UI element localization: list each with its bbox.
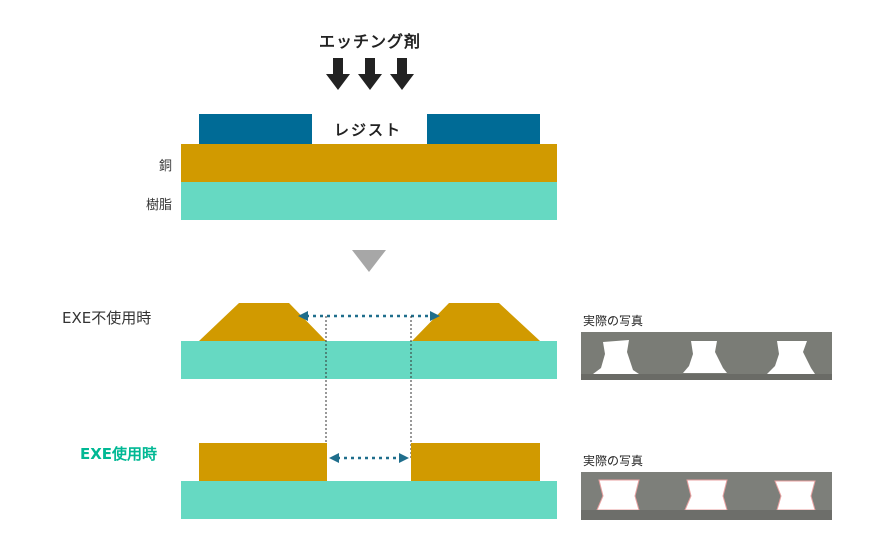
copper-rect-right [411,443,540,481]
resin-layer [181,182,557,220]
photo-caption-bottom: 実際の写真 [583,454,644,468]
resist-label: レジスト [333,121,402,139]
down-arrow-icon [358,58,382,90]
photo-without-exe [581,332,832,380]
copper-layer [181,144,557,182]
resin-layer-with-exe [181,481,557,519]
down-triangle-icon [352,250,386,272]
double-arrow-icon [298,311,440,321]
copper-rect-left [199,443,327,481]
down-arrow-icon [326,58,350,90]
etchant-title: エッチング剤 [318,32,421,51]
double-arrow-icon [329,453,409,463]
without-exe-label: EXE不使用時 [62,309,152,327]
with-exe-label: EXE使用時 [80,445,158,463]
copper-trapezoid-left [199,303,326,341]
down-arrow-icon [390,58,414,90]
copper-trapezoid-right [412,303,540,341]
resin-label: 樹脂 [146,198,173,213]
copper-label: 銅 [159,159,173,174]
resist-right [427,114,540,144]
resist-left [199,114,312,144]
resin-layer-without-exe [181,341,557,379]
photo-caption-top: 実際の写真 [583,314,644,328]
photo-with-exe [581,472,832,520]
